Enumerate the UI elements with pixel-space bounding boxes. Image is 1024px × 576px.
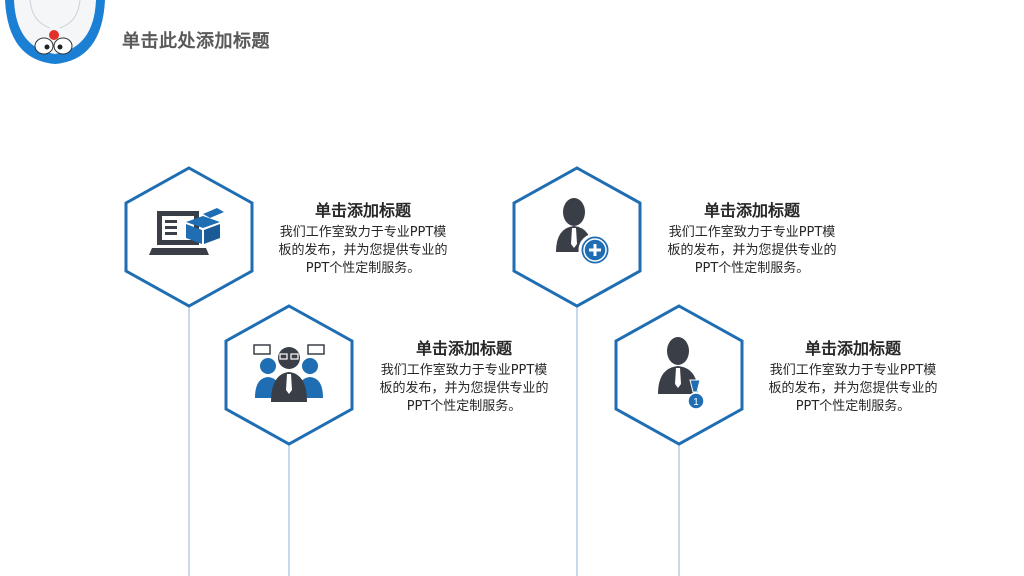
computer-package-icon (149, 208, 224, 255)
description-line: 我们工作室致力于专业PPT模 (279, 225, 447, 240)
item-title[interactable]: 单击添加标题 (703, 201, 800, 220)
description-line: 板的发布，并为您提供专业的 (667, 243, 837, 258)
description-line: 板的发布，并为您提供专业的 (379, 381, 549, 396)
description-line: PPT个性定制服务。 (406, 399, 522, 414)
add-user-icon (556, 198, 612, 267)
description-line: PPT个性定制服务。 (305, 261, 421, 276)
description-line: 板的发布，并为您提供专业的 (768, 381, 938, 396)
svg-text:1: 1 (693, 397, 699, 408)
item-title[interactable]: 单击添加标题 (314, 201, 411, 220)
description-line: PPT个性定制服务。 (694, 261, 810, 276)
item-title[interactable]: 单击添加标题 (415, 339, 512, 358)
description-line: 板的发布，并为您提供专业的 (278, 243, 448, 258)
item-description[interactable]: 我们工作室致力于专业PPT模 板的发布，并为您提供专业的 PPT个性定制服务。 (258, 224, 468, 278)
description-line: PPT个性定制服务。 (795, 399, 911, 414)
user-medal-icon: 1 (658, 337, 705, 410)
page-title[interactable]: 单击此处添加标题 (122, 31, 270, 52)
item-description[interactable]: 我们工作室致力于专业PPT模 板的发布，并为您提供专业的 PPT个性定制服务。 (647, 224, 857, 278)
item-description[interactable]: 我们工作室致力于专业PPT模 板的发布，并为您提供专业的 PPT个性定制服务。 (748, 362, 958, 416)
description-line: 我们工作室致力于专业PPT模 (668, 225, 836, 240)
description-line: 我们工作室致力于专业PPT模 (380, 363, 548, 378)
mascot-logo-icon (5, 0, 105, 64)
item-title[interactable]: 单击添加标题 (804, 339, 901, 358)
team-discussion-icon (253, 344, 325, 402)
item-description[interactable]: 我们工作室致力于专业PPT模 板的发布，并为您提供专业的 PPT个性定制服务。 (359, 362, 569, 416)
description-line: 我们工作室致力于专业PPT模 (769, 363, 937, 378)
